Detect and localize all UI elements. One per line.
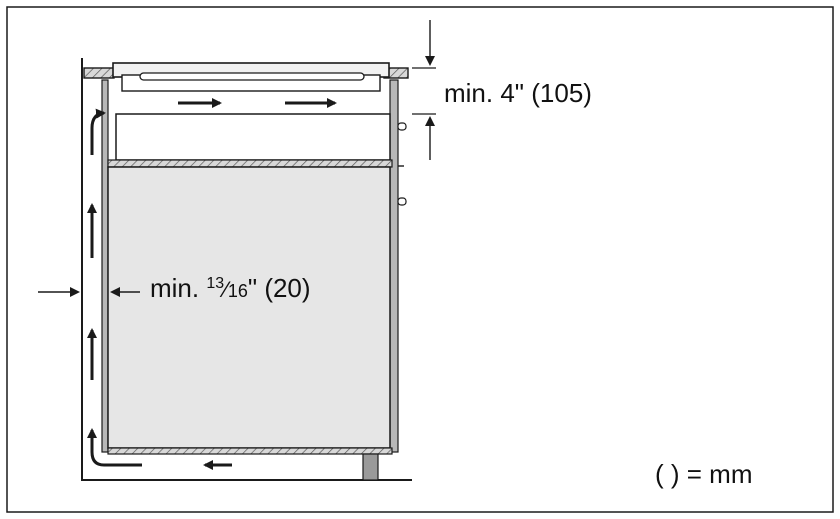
top-gap-label: min. 4" (105) (444, 78, 592, 108)
cooktop-vent (139, 72, 365, 81)
side-gap-numerator: 13 (206, 275, 225, 292)
cabinet-leg (362, 453, 379, 481)
side-gap-label: min. 13⁄16" (20) (150, 275, 311, 301)
drawer-shelf (107, 159, 393, 168)
side-gap-prefix: min. (150, 273, 207, 303)
cabinet-left-panel (101, 79, 109, 453)
drawer-box (115, 113, 391, 161)
door-handle (397, 197, 407, 206)
airflow-arrow-top-corner (90, 108, 106, 155)
units-note: ( ) = mm (655, 459, 753, 489)
cabinet-right-panel (389, 79, 399, 453)
countertop-left (83, 67, 115, 79)
cabinet-body (107, 166, 391, 449)
airflow-arrow-corner (87, 428, 142, 467)
outer-frame (6, 6, 834, 513)
drawer-handle (397, 122, 407, 131)
side-gap-slash: ⁄ (224, 277, 228, 302)
airflow-arrows (87, 98, 337, 470)
side-gap-denominator: 16 (227, 281, 248, 301)
cabinet-bottom (107, 447, 393, 455)
wall-and-floor (81, 58, 412, 481)
side-gap-suffix: " (20) (247, 273, 311, 303)
